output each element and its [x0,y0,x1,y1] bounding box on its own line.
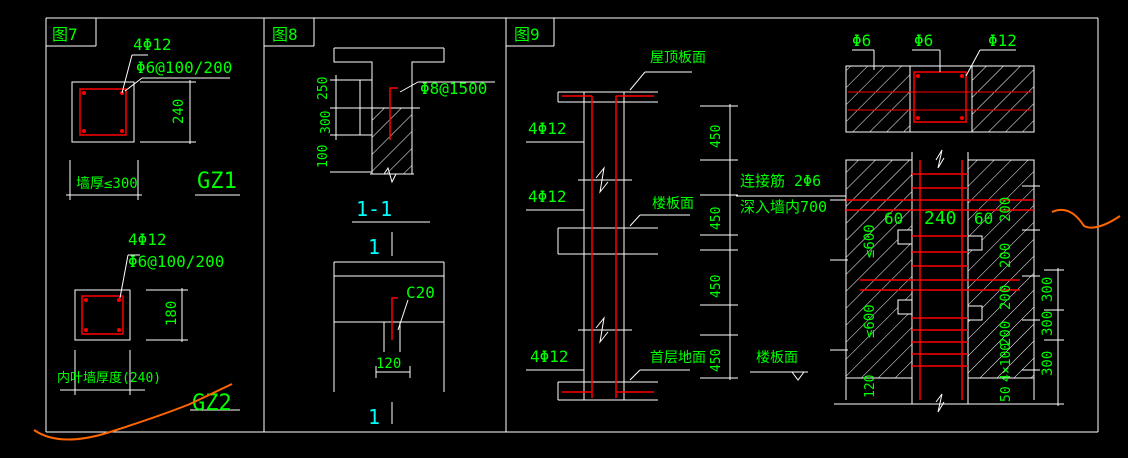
elevation-dim-1: 450 [709,125,724,148]
detail-right-dim-4: 200 [998,321,1014,346]
elevation-bars-top: 4Φ12 [528,119,567,138]
elevation-bars-mid: 4Φ12 [528,187,567,206]
tie-bar-note: 连接筋 2Φ6 [740,172,821,190]
panel8-concrete: C20 [406,283,435,302]
panel-8-title: 图8 [272,25,298,44]
column-elevation: 屋顶板面 楼板面 首层地面 4Φ12 4Φ12 4Φ12 450 450 450… [526,50,808,401]
panel8-dim-100: 100 [316,145,331,168]
gz2-wall-note: 内叶墙厚度(240) [57,370,161,386]
elevation-dim-4: 450 [709,349,724,372]
panel-9-title: 图9 [514,25,540,44]
tie-embed-note: 深入墙内700 [740,198,827,216]
detail-right-dim-3: 200 [998,285,1014,310]
detail-left-dim-2: ≤600 [862,304,878,338]
gz2-main-bars: 4Φ12 [128,230,167,249]
detail-far-dim-2: 300 [1040,311,1056,336]
gz1-dim-240: 240 [171,99,187,124]
gz1-wall-note: 墙厚≤300 [76,176,138,192]
elevation-bars-bottom: 4Φ12 [530,347,569,366]
column-plan-section: Φ6 Φ6 Φ12 [845,31,1035,133]
panel8-cut-mark-top: 1 [368,235,380,259]
detail-left-dim-3: 120 [863,375,878,398]
detail-far-dim-1: 300 [1040,277,1056,302]
markup-strokes [33,208,1121,441]
detail-right-dim-2: 200 [998,243,1014,268]
detail-right-dim-4x100: 4×100 [999,343,1014,382]
gz2-stirrups: Φ6@100/200 [128,252,224,271]
detail-right-dim-1: 200 [998,197,1014,222]
plan-label-phi12: Φ12 [988,31,1017,50]
plan-label-phi6-left: Φ6 [852,31,871,50]
gz2-section: 4Φ12 Φ6@100/200 180 内叶墙厚度(240) GZ2 [57,230,240,416]
gz1-stirrups: Φ6@100/200 [136,58,232,77]
detail-dim-60-left: 60 [884,209,903,228]
gz2-tag: GZ2 [192,391,232,416]
gz2-dim-180: 180 [164,301,180,326]
panel8-dim-300: 300 [319,111,334,134]
elevation-dim-2: 450 [709,207,724,230]
drawing-frame [45,17,1099,433]
beam-section: 250 300 100 Φ8@1500 1-1 [316,47,495,223]
panel8-dim-250: 250 [316,77,331,100]
panel8-width: 120 [376,356,401,372]
roof-slab-label: 屋顶板面 [650,50,706,66]
detail-right-dim-50: 50 [999,386,1014,402]
detail-left-dim-1: ≤600 [862,224,878,258]
panel-9: 图9 [506,18,1064,413]
lintel-detail: 1 1 C20 120 [333,232,445,429]
gz1-tag: GZ1 [197,169,237,194]
floor-slab-label: 楼板面 [652,196,694,212]
wall-tie-detail: 连接筋 2Φ6 深入墙内700 60 240 60 ≤600 ≤600 120 … [736,149,1064,413]
panel8-bar-note: Φ8@1500 [420,79,487,98]
detail-far-dim-3: 300 [1040,351,1056,376]
panel-7-title: 图7 [52,25,78,44]
panel8-cut-mark-bottom: 1 [368,405,380,429]
gz1-section: 4Φ12 Φ6@100/200 240 墙厚≤300 GZ1 [66,35,240,200]
panel-7: 图7 4Φ12 Φ6@100/200 [46,18,240,416]
detail-dim-240: 240 [924,208,957,229]
detail-dim-60-right: 60 [974,209,993,228]
elevation-dim-3: 450 [709,275,724,298]
panel8-section-label: 1-1 [356,197,392,221]
gz1-main-bars: 4Φ12 [133,35,172,54]
plan-label-phi6-mid: Φ6 [914,31,933,50]
ground-floor-label: 首层地面 [650,350,706,366]
slab-label: 楼板面 [756,350,798,366]
panel-8: 图8 250 300 100 Φ8@1500 [264,18,495,429]
